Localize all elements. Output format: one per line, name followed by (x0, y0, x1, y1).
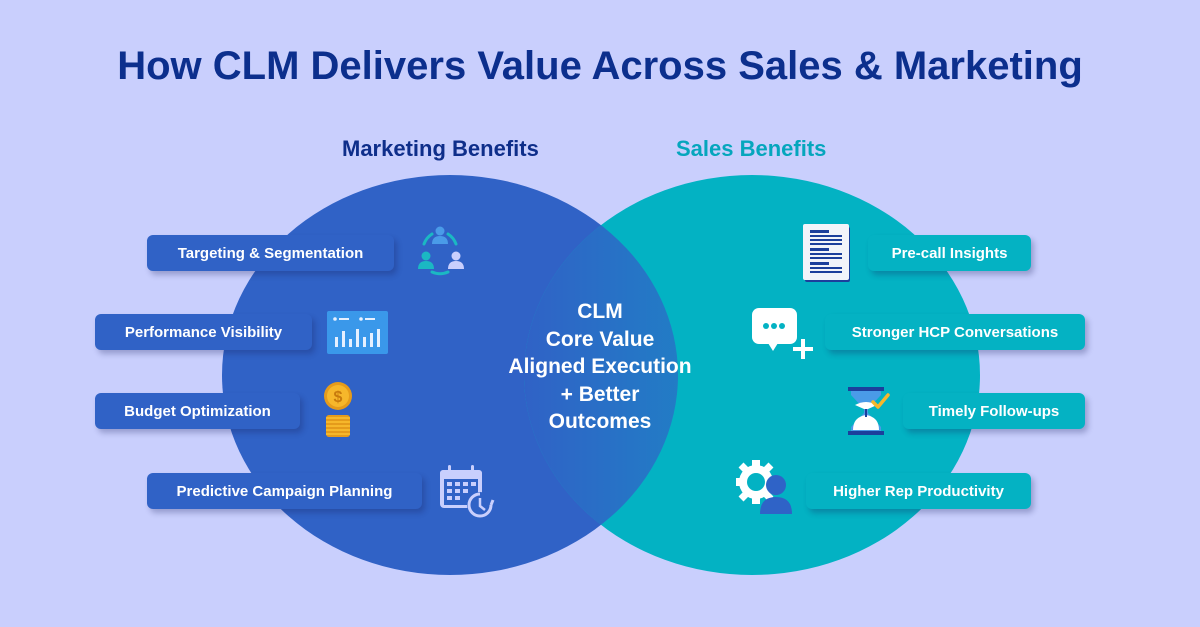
overlap-line: Core Value (545, 327, 655, 351)
hourglass-check-icon (848, 387, 890, 435)
item-label: Budget Optimization (124, 402, 271, 420)
overlap-line: Outcomes (548, 410, 652, 433)
svg-text:$: $ (334, 389, 343, 406)
item-label: Stronger HCP Conversations (851, 323, 1059, 341)
marketing-item-performance: Performance Visibility (95, 314, 312, 350)
item-label: Higher Rep Productivity (833, 482, 1004, 500)
overlap-line: Aligned Execution (508, 355, 692, 378)
page-title: How CLM Delivers Value Across Sales & Ma… (117, 44, 1083, 88)
item-label: Pre-call Insights (891, 244, 1008, 262)
document-icon (803, 224, 850, 282)
gear-person-icon (736, 460, 792, 514)
marketing-item-budget: Budget Optimization (95, 393, 300, 429)
overlap-line: + Better (560, 382, 640, 406)
sales-item-hcp: Stronger HCP Conversations (825, 314, 1085, 350)
calendar-clock-icon (440, 465, 495, 518)
chat-plus-icon (752, 308, 813, 359)
marketing-item-targeting: Targeting & Segmentation (147, 235, 394, 271)
people-network-icon (418, 226, 464, 276)
item-label: Performance Visibility (124, 323, 283, 341)
item-label: Targeting & Segmentation (177, 244, 364, 262)
overlap-region (524, 175, 678, 575)
sales-item-precall: Pre-call Insights (868, 235, 1031, 271)
item-label: Timely Follow-ups (928, 402, 1060, 420)
marketing-item-predictive: Predictive Campaign Planning (147, 473, 422, 509)
coin-stack-icon: $ (324, 382, 352, 437)
dashboard-chart-icon (327, 311, 388, 354)
overlap-line: CLM (577, 300, 623, 323)
item-label: Predictive Campaign Planning (176, 482, 393, 500)
marketing-heading: Marketing Benefits (342, 136, 539, 161)
overlap-core-value: CLM Core Value Aligned Execution + Bette… (480, 298, 720, 436)
sales-item-followups: Timely Follow-ups (903, 393, 1085, 429)
sales-heading: Sales Benefits (676, 136, 827, 161)
sales-item-productivity: Higher Rep Productivity (806, 473, 1031, 509)
